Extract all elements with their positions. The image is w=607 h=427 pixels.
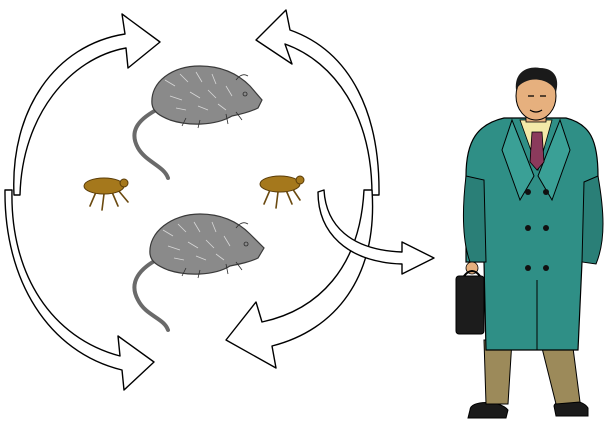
cycle-arrow-bottom-right <box>226 190 373 368</box>
transmission-arrow <box>318 190 434 274</box>
rat-bottom <box>134 214 264 330</box>
flea-left <box>84 178 128 210</box>
flea-right <box>260 176 304 208</box>
man-in-coat <box>456 68 603 418</box>
cycle-arrow-top-right <box>256 10 379 195</box>
rat-top <box>134 66 262 178</box>
cycle-arrow-bottom-left <box>5 190 154 390</box>
cycle-arrow-top-left <box>14 14 160 195</box>
